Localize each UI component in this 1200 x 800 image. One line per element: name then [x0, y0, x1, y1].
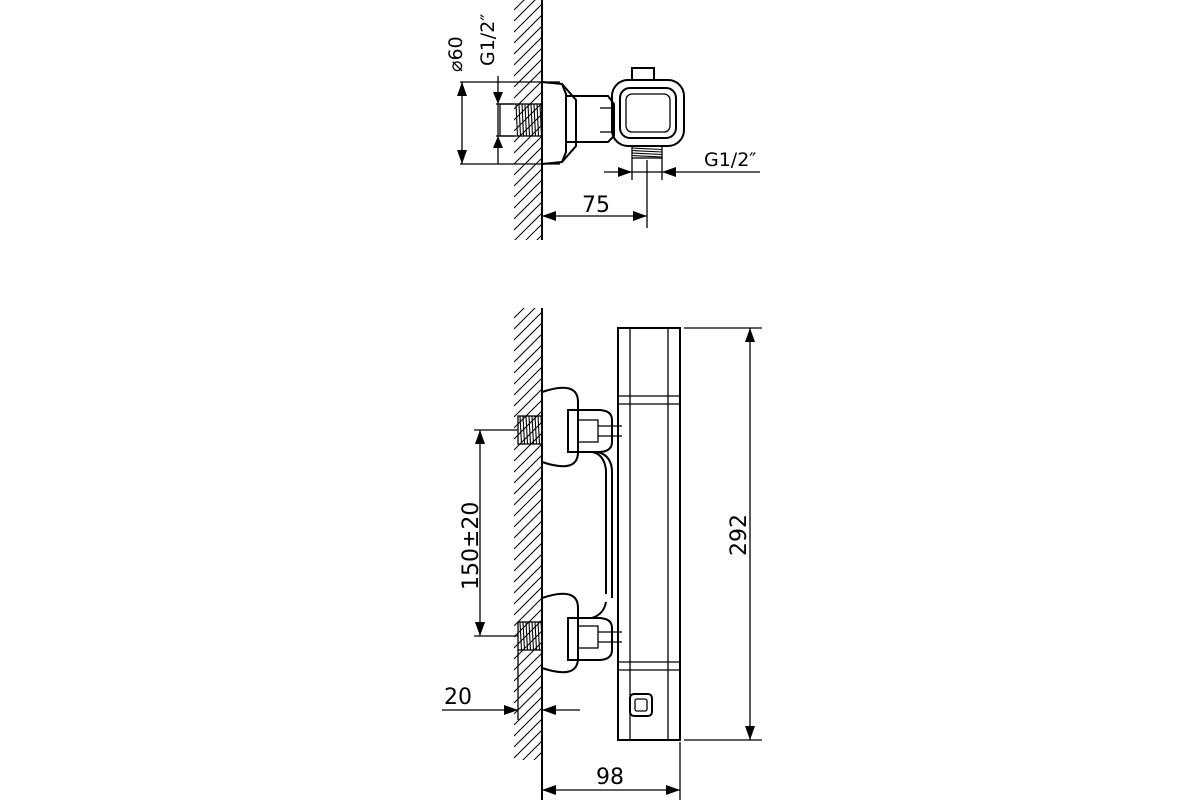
- depth-label: 98: [596, 765, 624, 790]
- outlet-thread-top: [631, 145, 663, 159]
- dim-wall-thread: G1/2″: [477, 14, 514, 164]
- wall-hatch-top: [514, 0, 542, 240]
- thermostat-body: [617, 327, 681, 741]
- top-view: ⌀60 G1/2″ G1/2″ 75: [445, 0, 760, 240]
- dim-inlet-spacing: 150±20: [459, 429, 518, 637]
- front-view: 150±20 292 20 98: [442, 308, 762, 800]
- diameter-label: ⌀60: [445, 36, 467, 72]
- dim-depth-98: 98: [542, 742, 681, 800]
- outlet-thread-label: G1/2″: [704, 149, 756, 171]
- connector-body-top: [541, 81, 615, 165]
- dim-outlet-thread: G1/2″: [604, 149, 760, 180]
- upper-inlet-connector: [517, 386, 622, 598]
- projection-label: 75: [582, 193, 610, 218]
- dim-height-292: 292: [684, 327, 762, 741]
- lower-inlet-connector: [517, 592, 622, 674]
- wall-hatch-bottom: [514, 308, 542, 760]
- wall-thread-label: G1/2″: [477, 14, 499, 66]
- wall-thread-nipple-top: [499, 103, 543, 137]
- outlet-square: [629, 693, 653, 717]
- wall-gap-label: 20: [444, 685, 472, 710]
- dim-wall-gap-20: 20: [442, 650, 580, 720]
- height-label: 292: [727, 514, 752, 556]
- inlet-spacing-label: 150±20: [459, 502, 484, 590]
- dim-projection-75: 75: [542, 160, 648, 228]
- dim-diameter-60: ⌀60: [445, 36, 560, 165]
- square-handle-top: [600, 67, 685, 147]
